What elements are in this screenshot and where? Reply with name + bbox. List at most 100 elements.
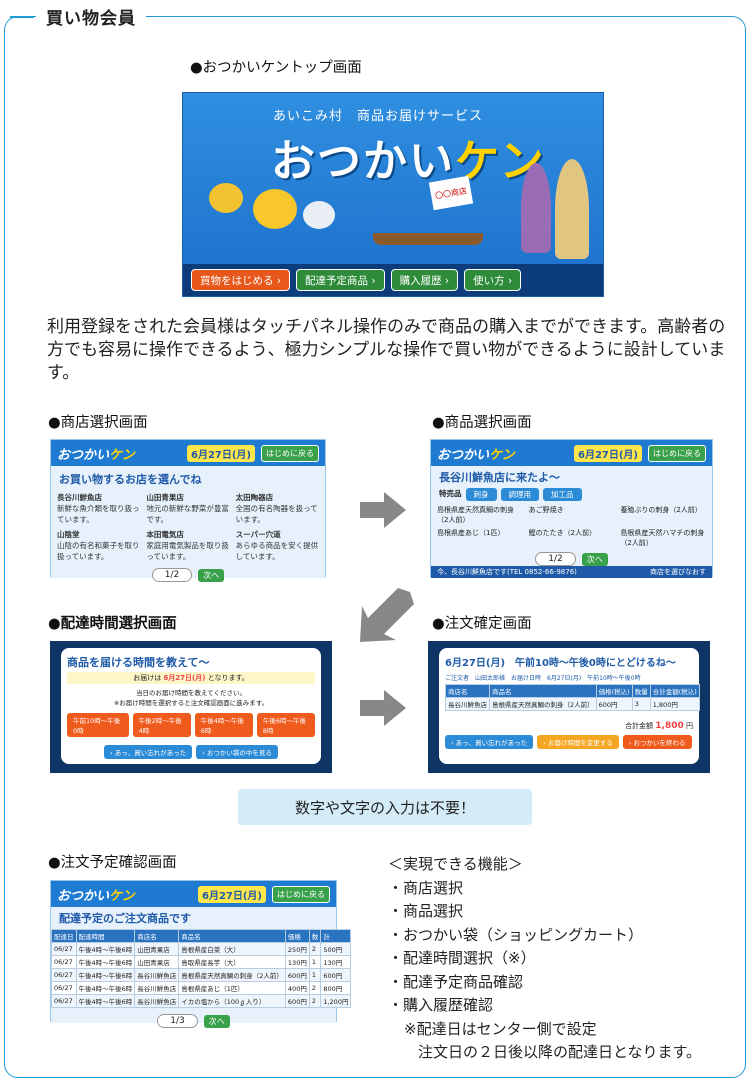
time-slots: 午前10時〜午後0時 午後2時〜午後4時 午後4時〜午後6時 午後6時〜午後8時 bbox=[67, 713, 315, 737]
time-slot-button[interactable]: 午後6時〜午後8時 bbox=[256, 713, 315, 737]
feature-item: ・配達時間選択（※） bbox=[388, 949, 536, 967]
time-select-screen: 商品を届ける時間を教えて〜 お届けは 6月27日(月) となります。 当日のお届… bbox=[50, 641, 332, 773]
order-total: 合計金額 1,800 円 bbox=[625, 721, 693, 731]
shop-card[interactable]: 山田青果店地元の新鮮な野菜が豊富です。 bbox=[146, 493, 229, 524]
feature-list: ＜実現できる機能＞ ・商店選択 ・商品選択 ・おつかい袋（ショッピングカート） … bbox=[388, 853, 701, 1065]
start-shopping-button[interactable]: 買物をはじめる › bbox=[191, 269, 291, 291]
feature-item: ・商品選択 bbox=[388, 902, 464, 920]
instruction-2: ※お届け時間を選択すると注文確認画面に進みます。 bbox=[113, 699, 269, 707]
screen-title: 長谷川鮮魚店に来たよ〜 bbox=[439, 471, 560, 484]
shop-contact: 今、長谷川鮮魚店です(TEL 0852-66-9876) bbox=[437, 568, 577, 576]
item-card[interactable]: 島根県産あじ（1匹） bbox=[437, 529, 505, 537]
mini-logo: おつかいケン bbox=[57, 888, 135, 904]
shop-card[interactable]: 長谷川鮮魚店新鮮な魚介類を取り扱っています。 bbox=[57, 493, 140, 524]
confirm-label: ●注文確定画面 bbox=[432, 616, 532, 632]
date-badge: 6月27日(月) bbox=[186, 444, 255, 462]
elder-woman-illustration bbox=[521, 163, 551, 253]
tab-sashimi[interactable]: 刺身 bbox=[465, 488, 497, 501]
dog-illustration bbox=[253, 189, 297, 229]
page-indicator: 1/2 bbox=[151, 568, 193, 582]
instruction-1: 当日のお届け時間を教えてください。 bbox=[136, 689, 246, 697]
tab-cooking[interactable]: 調理用 bbox=[500, 488, 539, 501]
shop-card[interactable]: 本田電気店家庭用電気製品を取り扱っています。 bbox=[146, 530, 229, 561]
pager: 1/2 次へ bbox=[51, 568, 325, 582]
confirm-screen: 6月27日(月) 午前10時〜午後0時にとどけるね〜 ご注文者 山田太郎様 お届… bbox=[428, 641, 710, 773]
item-card[interactable]: 島根県産天然真鯛の刺身（2人前） bbox=[437, 506, 514, 524]
description-text: 利用登録をされた会員様はタッチパネル操作のみで商品の購入までができます。高齢者の… bbox=[47, 317, 726, 383]
time-slot-button[interactable]: 午前10時〜午後0時 bbox=[67, 713, 129, 737]
page-indicator: 1/3 bbox=[157, 1014, 198, 1028]
page-indicator: 1/2 bbox=[535, 552, 576, 566]
screen-title: お買い物するお店を選んでね bbox=[59, 473, 202, 486]
feature-item: ・おつかい袋（ショッピングカート） bbox=[388, 925, 644, 944]
shop-flag: 〇〇商店 bbox=[428, 175, 474, 211]
scheduled-label: ●注文予定確認画面 bbox=[48, 855, 177, 871]
hero-logo: おつかいケン bbox=[271, 125, 546, 189]
shop-card[interactable]: スーパー穴道あらゆる商品を安く提供しています。 bbox=[235, 530, 319, 561]
item-card[interactable]: 鰹のたたき（2人前） bbox=[528, 529, 597, 537]
shop-select-screen: おつかいケン 6月27日(月) はじめに戻る お買い物するお店を選んでね 長谷川… bbox=[50, 439, 326, 582]
next-button[interactable]: 次へ bbox=[203, 1014, 230, 1028]
screen-header: おつかいケン 6月27日(月) はじめに戻る bbox=[51, 881, 336, 907]
arrow-right-icon bbox=[384, 690, 406, 726]
mini-logo: おつかいケン bbox=[57, 447, 135, 463]
screen-title: 配達予定のご注文商品です bbox=[59, 912, 191, 925]
next-button[interactable]: 次へ bbox=[581, 552, 608, 566]
next-button[interactable]: 次へ bbox=[198, 568, 225, 582]
finish-button[interactable]: › おつかいを終わる bbox=[622, 735, 692, 749]
reselect-shop-button[interactable]: 商店を選びなおす bbox=[650, 568, 706, 576]
item-card[interactable]: 養殖ぶりの刺身（2人前） bbox=[620, 506, 702, 514]
scheduled-screen: おつかいケン 6月27日(月) はじめに戻る 配達予定のご注文商品です 配達日配… bbox=[50, 880, 352, 1028]
date-badge: 6月27日(月) bbox=[197, 885, 266, 903]
item-grid: 島根県産天然真鯛の刺身（2人前） あご野焼き 養殖ぶりの刺身（2人前） 島根県産… bbox=[431, 501, 712, 552]
feature-item: ・商店選択 bbox=[388, 878, 464, 897]
section-frame bbox=[4, 16, 746, 1078]
screen-header: おつかいケン 6月27日(月) はじめに戻る bbox=[431, 440, 712, 466]
purchase-history-button[interactable]: 購入履歴 › bbox=[390, 269, 459, 291]
forgot-item-button[interactable]: › あっ、買い忘れがあった bbox=[104, 745, 193, 759]
time-slot-button[interactable]: 午後4時〜午後6時 bbox=[194, 713, 253, 737]
scheduled-items-button[interactable]: 配達予定商品 › bbox=[296, 269, 385, 291]
pager: 1/2 次へ bbox=[431, 552, 712, 566]
top-screen-label: ●おつかいケントップ画面 bbox=[190, 60, 362, 76]
customer-line: ご注文者 山田太郎様 お届け日時 6月27日(月) 午前10時〜午後0時 bbox=[445, 675, 641, 682]
hero-menu: 買物をはじめる › 配達予定商品 › 購入履歴 › 使い方 › bbox=[183, 264, 603, 296]
top-screen-image: あいこみ村 商品お届けサービス おつかいケン 〇〇商店 買物をはじめる › 配達… bbox=[182, 92, 604, 297]
back-to-start-button[interactable]: はじめに戻る bbox=[261, 444, 319, 462]
no-input-notice: 数字や文字の入力は不要！ bbox=[238, 789, 532, 825]
how-to-use-button[interactable]: 使い方 › bbox=[464, 269, 522, 291]
arrow-right-icon bbox=[360, 700, 384, 716]
back-to-start-button[interactable]: はじめに戻る bbox=[648, 444, 706, 462]
delivery-date-line: お届けは 6月27日(月) となります。 bbox=[67, 672, 315, 684]
view-bag-button[interactable]: › おつかい袋の中を見る bbox=[196, 745, 278, 759]
hero-subtitle: あいこみ村 商品お届けサービス bbox=[273, 109, 484, 124]
item-card[interactable]: あご野焼き bbox=[528, 506, 564, 514]
section-title: 買い物会員 bbox=[10, 4, 146, 29]
category-tabs: 特売品 刺身 調理用 加工品 bbox=[431, 488, 712, 501]
shop-select-label: ●商店選択画面 bbox=[48, 415, 148, 431]
pager: 1/3 次へ bbox=[51, 1014, 336, 1028]
screen-title: 6月27日(月) 午前10時〜午後0時にとどけるね〜 bbox=[445, 658, 676, 669]
back-to-start-button[interactable]: はじめに戻る bbox=[272, 885, 330, 903]
order-table: 商店名商品名価格(税込)数量合計金額(税込) 長谷川鮮魚店島根県産天然真鯛の刺身… bbox=[445, 684, 700, 711]
item-card[interactable]: 島根県産天然ハマチの刺身（2人前） bbox=[620, 529, 705, 547]
tab-sale[interactable]: 特売品 bbox=[439, 489, 462, 498]
item-select-label: ●商品選択画面 bbox=[432, 415, 532, 431]
screen-header: おつかいケン 6月27日(月) はじめに戻る bbox=[51, 440, 325, 466]
tab-processed[interactable]: 加工品 bbox=[543, 488, 582, 501]
shop-card[interactable]: 山陰堂山陰の有名和菓子を取り扱っています。 bbox=[57, 530, 140, 561]
change-time-button[interactable]: › お届け時間を変更する bbox=[537, 735, 619, 749]
elder-man-illustration bbox=[555, 159, 589, 259]
forgot-item-button[interactable]: › あっ、買い忘れがあった bbox=[445, 735, 534, 749]
time-select-label: ●配達時間選択画面 bbox=[48, 616, 177, 632]
dog-illustration bbox=[303, 201, 335, 229]
item-select-screen: おつかいケン 6月27日(月) はじめに戻る 長谷川鮮魚店に来たよ〜 特売品 刺… bbox=[430, 439, 713, 578]
shop-card[interactable]: 太田陶器店全国の有名陶器を扱っています。 bbox=[235, 493, 318, 524]
date-badge: 6月27日(月) bbox=[573, 444, 642, 462]
time-slot-button[interactable]: 午後2時〜午後4時 bbox=[132, 713, 191, 737]
feature-note: ※配達日はセンター側で設定 bbox=[404, 1019, 597, 1038]
